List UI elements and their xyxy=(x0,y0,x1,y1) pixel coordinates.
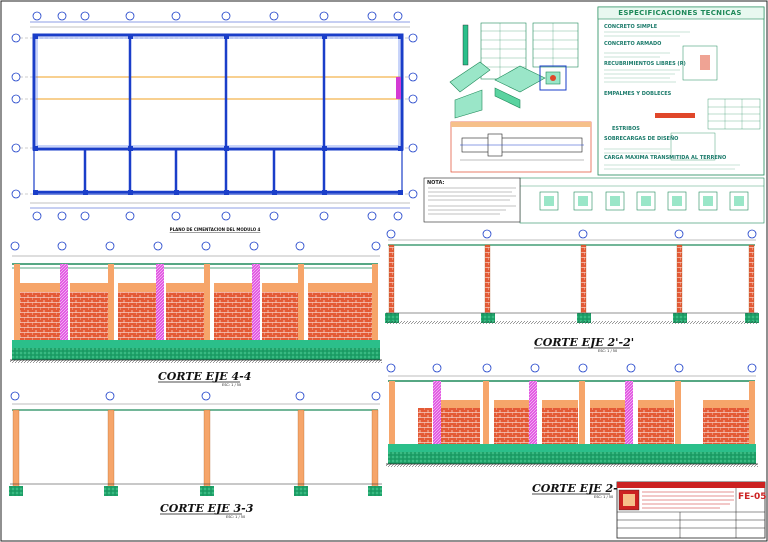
section-title-4-4: CORTE EJE 4-4 xyxy=(158,370,251,383)
plan-axis-bubbles-top xyxy=(32,11,403,21)
spec-heading-5: SOBRECARGAS DE DISEÑO xyxy=(604,136,679,142)
section-4-4 xyxy=(10,241,382,363)
title-block xyxy=(616,481,766,539)
scale-2p-2p: ESC: 1 / 50 xyxy=(598,349,617,353)
spec-heading-0: CONCRETO SIMPLE xyxy=(604,24,658,30)
specs-title: ESPECIFICACIONES TECNICAS xyxy=(618,9,742,17)
notes-title: NOTA: xyxy=(427,180,445,186)
scale-3-3: ESC: 1 / 50 xyxy=(226,515,245,519)
plan-axis-bubbles-left xyxy=(11,33,418,199)
section-title-3-3: CORTE EJE 3-3 xyxy=(160,502,254,515)
plan-caption: PLANO DE CIMENTACION DEL MODULO 4 xyxy=(170,227,261,232)
spec-heading-6: CARGA MAXIMA TRANSMITIDA AL TERRENO xyxy=(604,155,727,161)
section-title-2-2: CORTE EJE 2-2 xyxy=(532,482,626,495)
scale-2-2: ESC: 1 / 50 xyxy=(594,495,613,499)
section-2-2 xyxy=(386,363,758,467)
detail-block xyxy=(449,22,592,173)
scale-4-4: ESC: 1 / 50 xyxy=(222,383,241,387)
section-3-3 xyxy=(9,391,382,496)
section-title-2p-2p: CORTE EJE 2'-2' xyxy=(534,336,634,349)
spec-heading-1: CONCRETO ARMADO xyxy=(604,41,662,47)
foundation-plan xyxy=(11,11,418,221)
spec-heading-4: ESTRIBOS xyxy=(612,126,640,132)
foundation-outline xyxy=(32,33,404,151)
spec-heading-3: EMPALMES Y DOBLECES xyxy=(604,91,672,97)
section-2p-2p xyxy=(385,229,759,324)
spec-heading-2: RECUBRIMIENTOS LIBRES (R) xyxy=(604,61,686,67)
sheet-code: FE-05 xyxy=(738,492,767,502)
